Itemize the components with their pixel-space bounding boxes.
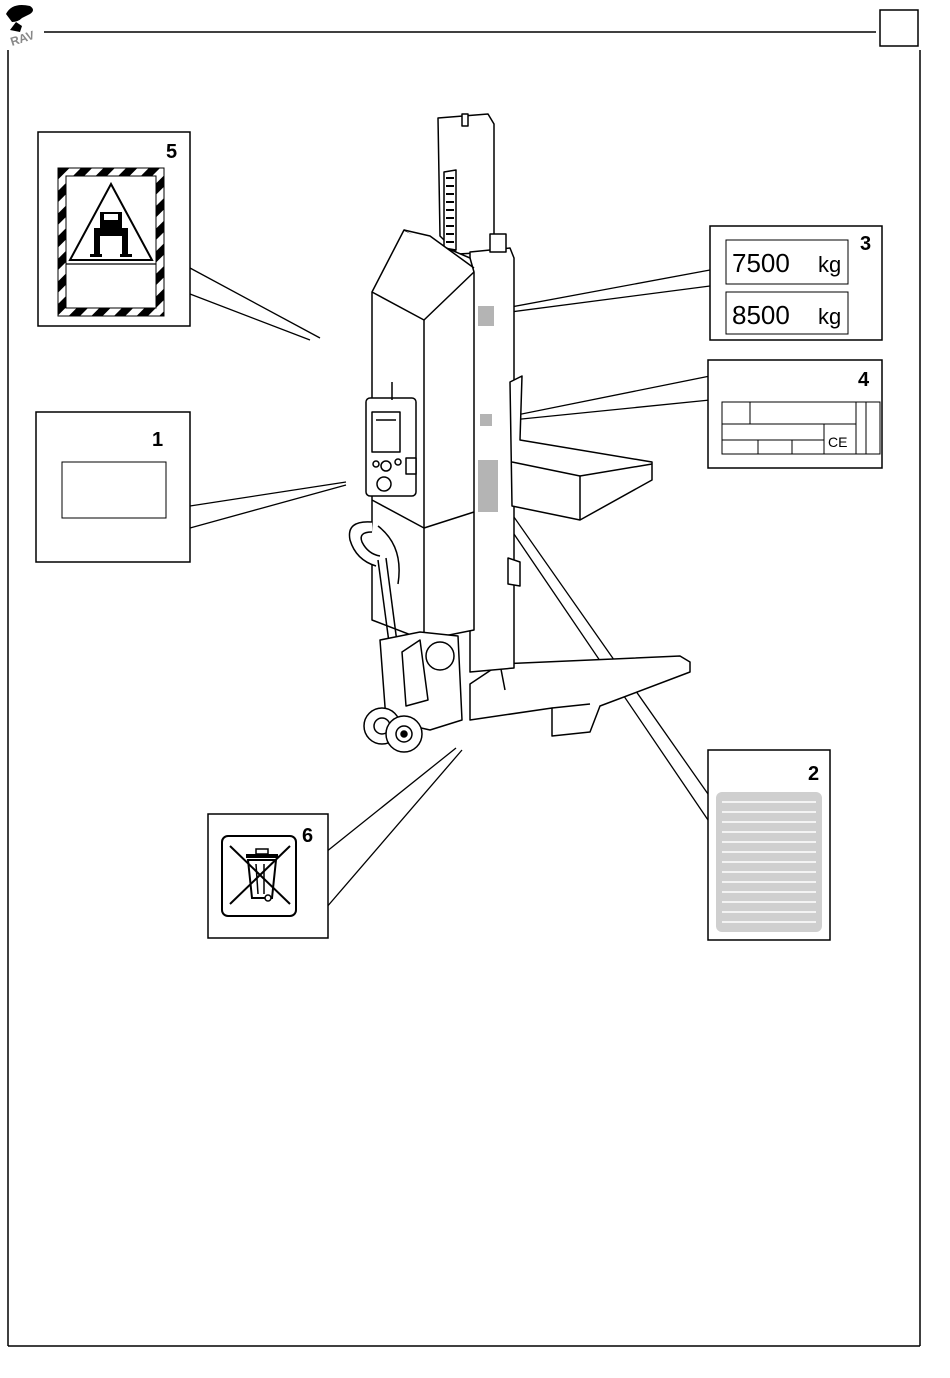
label-2-position [478, 460, 498, 512]
capacity-plate-1-unit: kg [818, 252, 841, 277]
rav-logo-icon: RAV [6, 5, 36, 49]
capacity-plate-2-value: 8500 [732, 300, 790, 330]
ce-mark-icon: CE [828, 434, 847, 450]
callout-1-blank-label [62, 462, 166, 518]
callout-6: 6 [208, 814, 328, 938]
callout-2: 2 [708, 750, 830, 940]
page-number-box [880, 10, 918, 46]
crush-hazard-warning-icon [58, 168, 164, 316]
callout-4: 4 CE [708, 360, 882, 468]
callout-6-number: 6 [302, 825, 313, 847]
mobile-lift-illustration [349, 114, 690, 752]
callout-5-number: 5 [166, 141, 177, 163]
callout-1-number: 1 [152, 429, 163, 451]
callout-1: 1 [36, 412, 190, 562]
rating-plate [722, 402, 880, 454]
label-3-position [478, 306, 494, 326]
label-4-position [480, 414, 492, 426]
callout-5: 5 [38, 132, 190, 326]
logo-letters: RAV [9, 28, 37, 49]
callout-3: 3 7500 kg 8500 kg [710, 226, 882, 340]
capacity-plate-2-unit: kg [818, 304, 841, 329]
callout-2-number: 2 [808, 763, 819, 785]
weee-crossed-bin-icon [222, 836, 296, 916]
callout-3-number: 3 [860, 233, 871, 255]
capacity-plate-1-value: 7500 [732, 248, 790, 278]
callout-4-number: 4 [858, 369, 870, 391]
